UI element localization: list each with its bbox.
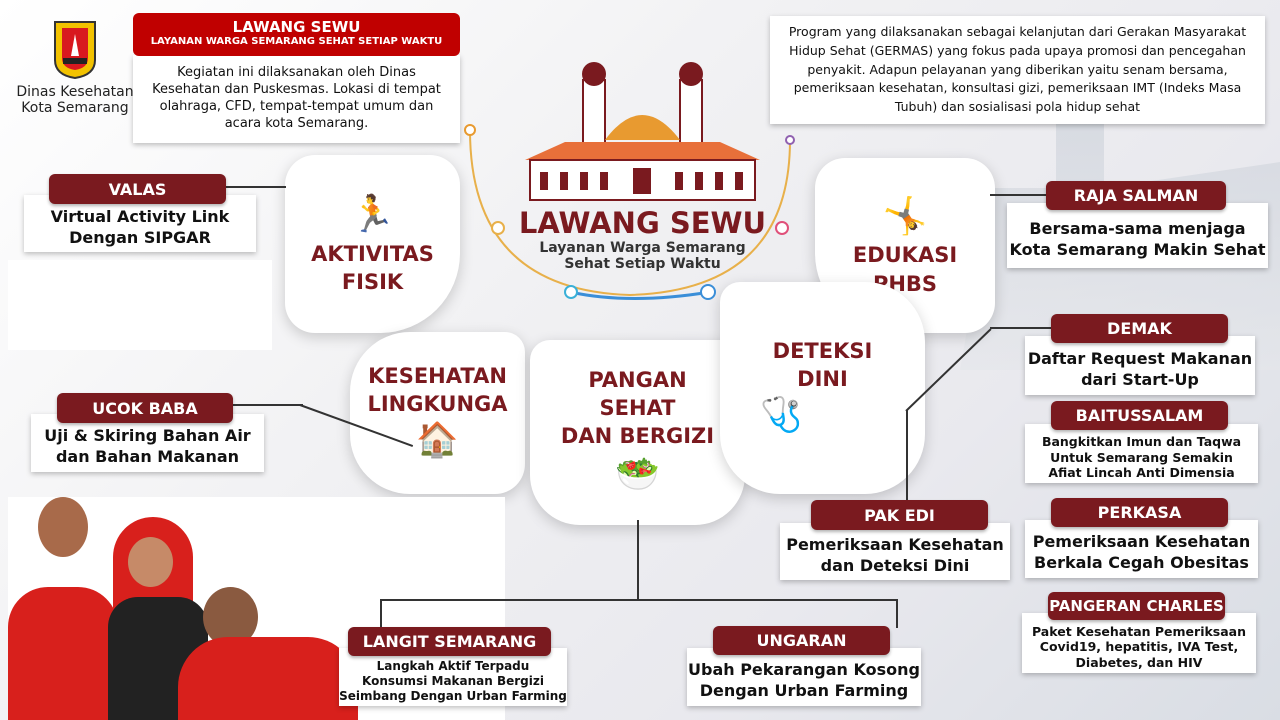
- intro-title: LAWANG SEWU: [232, 18, 361, 36]
- ucok-baba-header: UCOK BABA: [57, 393, 233, 423]
- box-text: Bangkitkan Imun dan Taqwa: [1041, 434, 1242, 450]
- petal-edukasi-phbs[interactable]: 🤸 EDUKASI PHBS: [815, 158, 995, 333]
- logo-line2: Kota Semarang: [21, 100, 129, 116]
- petal-pangan-sehat[interactable]: PANGAN SEHAT DAN BERGIZI 🥗: [530, 340, 745, 525]
- box-text: Virtual Activity Link: [50, 206, 230, 226]
- petal-label: DAN BERGIZI: [560, 424, 715, 449]
- connector-line: [233, 404, 303, 406]
- connector-line: [906, 410, 908, 502]
- box-text: Dengan SIPGAR: [69, 227, 211, 247]
- petal-label: KESEHATAN: [368, 363, 507, 388]
- box-text: Ubah Pekarangan Kosong: [688, 660, 920, 680]
- box-text: Seimbang Dengan Urban Farming: [339, 688, 567, 703]
- box-text: Berkala Cegah Obesitas: [1034, 553, 1249, 572]
- box-text: Afiat Lincah Anti Dimensia: [1048, 465, 1235, 481]
- center-arc: [464, 124, 795, 300]
- box-text: dan Deteksi Dini: [820, 555, 970, 575]
- ungaran-header: UNGARAN: [713, 626, 890, 655]
- box-text: Pemeriksaan Kesehatan: [786, 534, 1004, 554]
- petal-label: SEHAT: [599, 396, 676, 421]
- blood-pressure-icon: 🩺: [760, 395, 803, 436]
- intro-banner: LAWANG SEWU LAYANAN WARGA SEMARANG SEHAT…: [133, 13, 460, 56]
- logo-line1: Dinas Kesehatan: [16, 84, 134, 100]
- connector-line: [226, 186, 286, 188]
- petal-label: PANGAN: [588, 367, 687, 392]
- pak-edi-header: PAK EDI: [811, 500, 988, 530]
- center-title-block: LAWANG SEWU Layanan Warga Semarang Sehat…: [510, 206, 775, 272]
- food-plate-icon: 🥗: [615, 453, 660, 495]
- box-text: Langkah Aktif Terpadu: [376, 658, 530, 673]
- perkasa-header: PERKASA: [1051, 498, 1228, 527]
- box-text: dan Bahan Makanan: [55, 447, 240, 466]
- connector-line: [380, 599, 898, 601]
- semarang-crest-icon: [54, 21, 96, 80]
- center-sub1: Layanan Warga Semarang: [539, 239, 746, 256]
- intro-text-box: Kegiatan ini dilaksanakan oleh Dinas Kes…: [133, 55, 460, 143]
- petal-kesehatan-lingkungan[interactable]: KESEHATAN LINGKUNGA 🏠: [350, 332, 525, 494]
- box-text: Untuk Semarang Semakin: [1050, 449, 1233, 465]
- petal-label: DINI: [797, 367, 848, 392]
- running-person-icon: 🏃: [350, 194, 395, 236]
- center-title: LAWANG SEWU: [518, 206, 767, 240]
- raja-salman-header: RAJA SALMAN: [1046, 181, 1226, 210]
- blank-panel: [8, 260, 272, 350]
- box-text: Pemeriksaan Kesehatan: [1032, 532, 1251, 552]
- box-text: dari Start-Up: [1081, 369, 1199, 389]
- petal-deteksi-dini[interactable]: DETEKSI DINI 🩺: [720, 282, 925, 494]
- connector-line: [990, 327, 1051, 329]
- connector-line: [990, 194, 1046, 196]
- langit-semarang-header: LANGIT SEMARANG: [348, 627, 551, 656]
- connector-line: [380, 599, 382, 628]
- box-text: Covid19, hepatitis, IVA Test,: [1039, 639, 1239, 655]
- petal-label: EDUKASI: [852, 243, 958, 268]
- baitussalam-header: BAITUSSALAM: [1051, 401, 1228, 430]
- pangeran-charles-header: PANGERAN CHARLES: [1048, 592, 1225, 620]
- house-icon: 🏠: [416, 420, 459, 461]
- intro-text: Kegiatan ini dilaksanakan oleh Dinas Kes…: [152, 65, 441, 131]
- petal-label: LINGKUNGA: [367, 392, 508, 417]
- connector-line: [896, 599, 898, 628]
- petal-aktivitas-fisik[interactable]: 🏃 AKTIVITAS FISIK: [285, 155, 460, 333]
- petal-label: AKTIVITAS: [311, 241, 434, 266]
- valas-header: VALAS: [49, 174, 226, 204]
- box-text: Diabetes, dan HIV: [1075, 654, 1203, 670]
- box-text: Konsumsi Makanan Bergizi: [362, 673, 544, 688]
- lawang-sewu-building-icon: [525, 62, 760, 201]
- intro-subtitle: LAYANAN WARGA SEMARANG SEHAT SETIAP WAKT…: [150, 36, 443, 47]
- box-text: Uji & Skiring Bahan Air: [44, 426, 251, 446]
- connector-line: [637, 520, 639, 600]
- center-sub2: Sehat Setiap Waktu: [564, 255, 721, 272]
- petal-label: DETEKSI: [772, 338, 873, 363]
- logo: Dinas Kesehatan Kota Semarang: [15, 20, 135, 116]
- demak-header: DEMAK: [1051, 314, 1228, 343]
- program-text-box: Program yang dilaksanakan sebagai kelanj…: [770, 16, 1265, 124]
- box-text: Paket Kesehatan Pemeriksaan: [1031, 623, 1246, 639]
- box-text: Bersama-sama menjaga: [1029, 218, 1246, 238]
- officials-photo: [8, 497, 505, 720]
- program-text: Program yang dilaksanakan sebagai kelanj…: [788, 24, 1247, 115]
- box-text: Dengan Urban Farming: [699, 681, 909, 700]
- box-text: Kota Semarang Makin Sehat: [1009, 239, 1266, 259]
- petal-label: FISIK: [341, 270, 404, 295]
- exercise-person-icon: 🤸: [882, 195, 928, 237]
- box-text: Daftar Request Makanan: [1027, 348, 1253, 368]
